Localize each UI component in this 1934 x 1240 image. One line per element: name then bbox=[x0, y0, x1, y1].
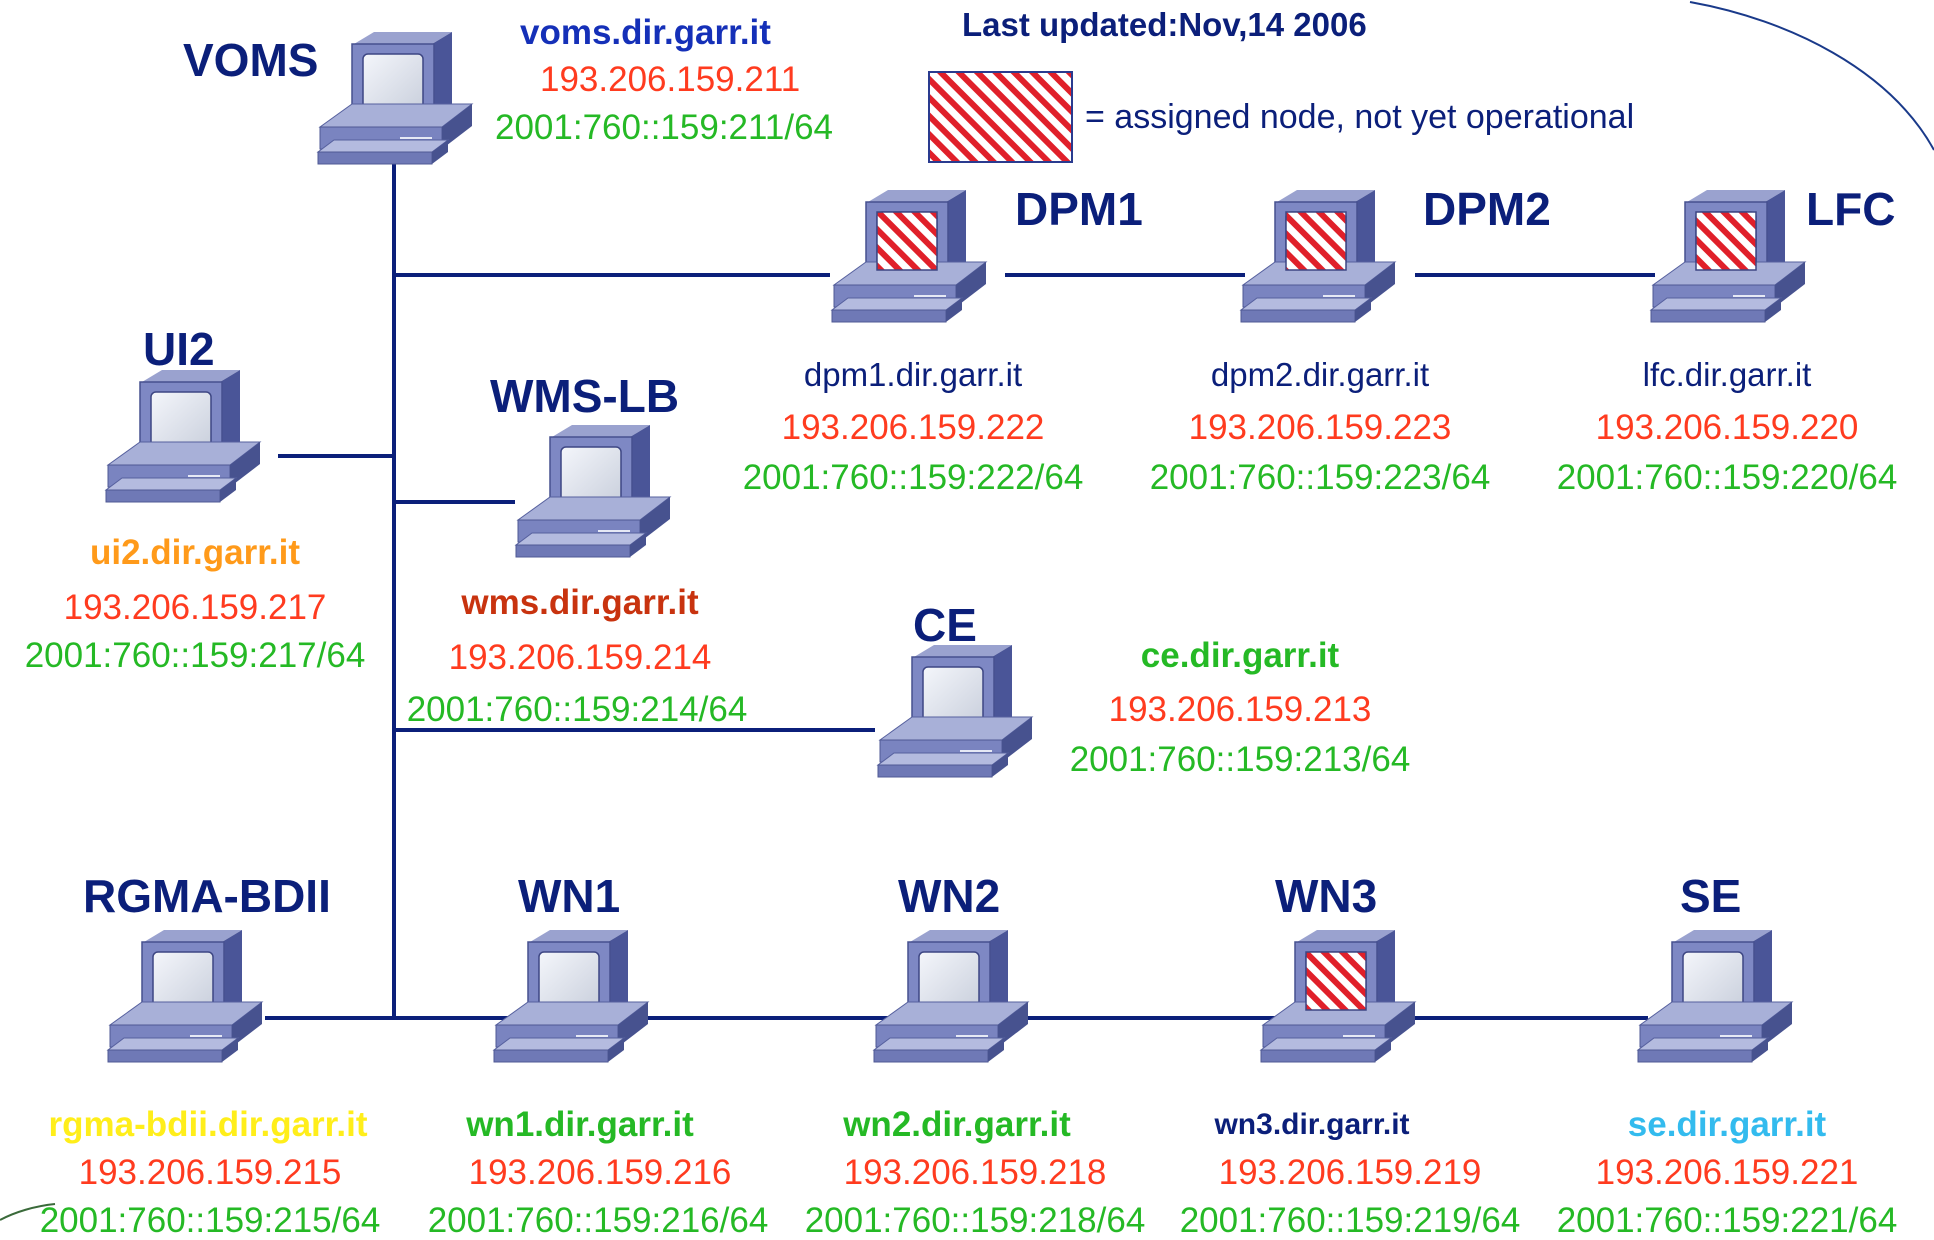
legend-label: = assigned node, not yet operational bbox=[1085, 98, 1635, 136]
node-name-ui2: UI2 bbox=[143, 323, 215, 375]
node-ipv6-dpm2: 2001:760::159:223/64 bbox=[1149, 458, 1491, 497]
computer-icon-se bbox=[1637, 929, 1793, 1063]
computer-icon-wn2 bbox=[873, 929, 1029, 1063]
node-name-wn3: WN3 bbox=[1275, 870, 1378, 922]
node-name-wn1: WN1 bbox=[518, 870, 621, 922]
node-ipv4-se: 193.206.159.221 bbox=[1595, 1153, 1859, 1192]
node-ipv6-wn1: 2001:760::159:216/64 bbox=[427, 1201, 769, 1240]
pending-screen-wn3 bbox=[1305, 951, 1367, 1011]
node-host-wn1: wn1.dir.garr.it bbox=[466, 1105, 694, 1144]
legend-hatch-swatch bbox=[928, 71, 1073, 163]
node-ipv4-wn2: 193.206.159.218 bbox=[843, 1153, 1107, 1192]
decor-arc-top-right bbox=[1689, 1, 1934, 151]
node-ipv4-ui2: 193.206.159.217 bbox=[63, 588, 327, 627]
node-host-lfc: lfc.dir.garr.it bbox=[1642, 356, 1812, 393]
node-name-lfc: LFC bbox=[1806, 183, 1896, 235]
node-ipv4-dpm2: 193.206.159.223 bbox=[1188, 408, 1452, 447]
node-ipv4-wn1: 193.206.159.216 bbox=[468, 1153, 732, 1192]
node-host-dpm1: dpm1.dir.garr.it bbox=[803, 356, 1023, 393]
pending-screen-dpm1 bbox=[876, 211, 938, 271]
pending-screen-lfc bbox=[1695, 211, 1757, 271]
node-name-wn2: WN2 bbox=[898, 870, 1001, 922]
computer-icon-ui2 bbox=[105, 369, 261, 503]
node-ipv4-rgma: 193.206.159.215 bbox=[78, 1153, 342, 1192]
node-ipv4-dpm1: 193.206.159.222 bbox=[781, 408, 1045, 447]
node-name-dpm1: DPM1 bbox=[1015, 183, 1143, 235]
node-name-se: SE bbox=[1680, 870, 1742, 922]
node-ipv6-rgma: 2001:760::159:215/64 bbox=[39, 1201, 381, 1240]
node-host-wn2: wn2.dir.garr.it bbox=[843, 1105, 1071, 1144]
computer-icon-voms bbox=[317, 31, 473, 165]
node-host-wn3: wn3.dir.garr.it bbox=[1214, 1108, 1410, 1141]
node-ipv6-ui2: 2001:760::159:217/64 bbox=[24, 636, 366, 675]
node-ipv6-voms: 2001:760::159:211/64 bbox=[495, 108, 834, 147]
node-ipv4-wn3: 193.206.159.219 bbox=[1218, 1153, 1482, 1192]
node-host-wms: wms.dir.garr.it bbox=[461, 583, 699, 622]
network-links bbox=[265, 150, 1655, 1020]
node-ipv6-se: 2001:760::159:221/64 bbox=[1556, 1201, 1898, 1240]
node-ipv4-ce: 193.206.159.213 bbox=[1108, 690, 1372, 729]
node-ipv4-voms: 193.206.159.211 bbox=[540, 60, 801, 99]
last-updated-label: Last updated:Nov,14 2006 bbox=[962, 6, 1367, 43]
computer-icon-rgma bbox=[107, 929, 263, 1063]
node-host-dpm2: dpm2.dir.garr.it bbox=[1210, 356, 1430, 393]
node-host-ui2: ui2.dir.garr.it bbox=[89, 533, 301, 572]
computer-icon-wms bbox=[515, 424, 671, 558]
node-name-rgma: RGMA-BDII bbox=[83, 870, 331, 922]
pending-screen-dpm2 bbox=[1285, 211, 1347, 271]
node-ipv6-wms: 2001:760::159:214/64 bbox=[406, 690, 748, 729]
node-name-wms: WMS-LB bbox=[490, 370, 680, 422]
node-ipv4-lfc: 193.206.159.220 bbox=[1595, 408, 1859, 447]
node-name-voms: VOMS bbox=[183, 34, 319, 86]
node-host-ce: ce.dir.garr.it bbox=[1140, 636, 1340, 675]
node-name-dpm2: DPM2 bbox=[1423, 183, 1551, 235]
node-host-rgma: rgma-bdii.dir.garr.it bbox=[48, 1105, 368, 1144]
node-ipv6-lfc: 2001:760::159:220/64 bbox=[1556, 458, 1898, 497]
node-ipv4-wms: 193.206.159.214 bbox=[448, 638, 712, 677]
node-ipv6-wn3: 2001:760::159:219/64 bbox=[1179, 1201, 1521, 1240]
node-host-se: se.dir.garr.it bbox=[1627, 1105, 1827, 1144]
node-host-voms: voms.dir.garr.it bbox=[520, 13, 771, 52]
computer-icon-ce bbox=[877, 644, 1033, 778]
computer-icon-wn1 bbox=[493, 929, 649, 1063]
computers bbox=[105, 31, 1806, 1063]
decor-arc-bottom-left bbox=[0, 1203, 56, 1221]
node-ipv6-dpm1: 2001:760::159:222/64 bbox=[742, 458, 1084, 497]
node-ipv6-wn2: 2001:760::159:218/64 bbox=[804, 1201, 1146, 1240]
node-ipv6-ce: 2001:760::159:213/64 bbox=[1069, 740, 1411, 779]
node-name-ce: CE bbox=[913, 599, 977, 651]
